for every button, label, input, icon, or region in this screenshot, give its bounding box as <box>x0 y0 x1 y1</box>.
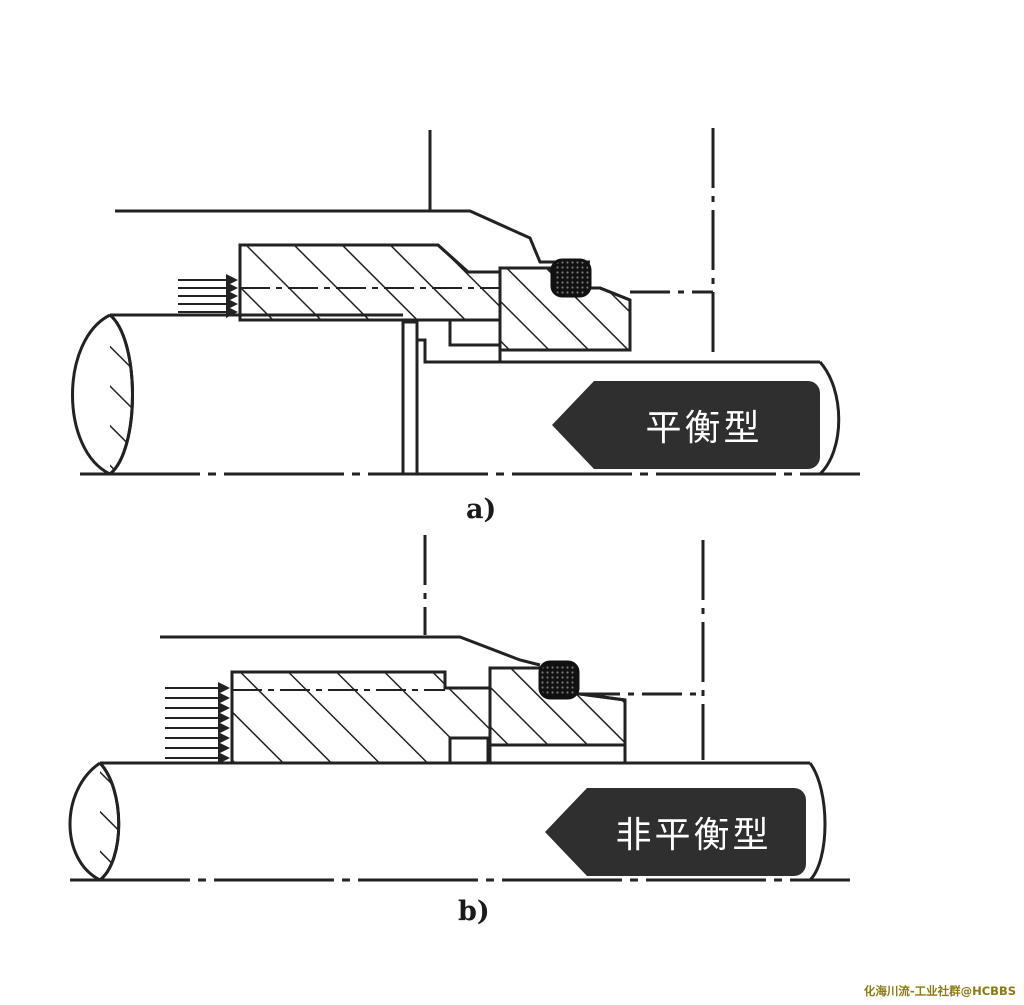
unbalanced-type-tag-text: 非平衡型 <box>615 815 772 856</box>
diagram-a-caption: a) <box>466 494 497 525</box>
balanced-type-tag: 平衡型 <box>552 381 820 469</box>
diagram-b-caption: b) <box>458 896 490 927</box>
diagram-a-drawing <box>71 128 860 476</box>
balanced-type-tag-text: 平衡型 <box>645 408 763 449</box>
diagram-b-drawing <box>68 535 850 882</box>
unbalanced-type-tag: 非平衡型 <box>545 788 806 876</box>
watermark: 化海川流-工业社群@HCBBS <box>863 984 1016 998</box>
